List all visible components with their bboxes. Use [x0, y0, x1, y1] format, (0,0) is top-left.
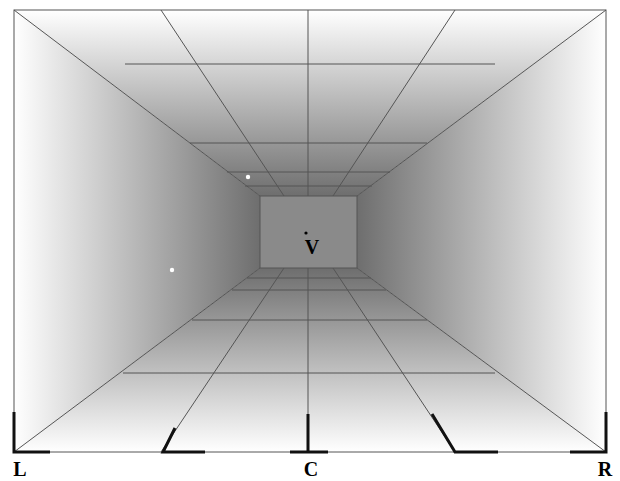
position-letter: C	[304, 459, 318, 479]
dots	[170, 175, 308, 272]
foot-marks	[14, 412, 606, 452]
position-letter: R	[598, 459, 612, 479]
walls	[14, 10, 606, 452]
position-letter: L	[13, 459, 26, 479]
position-letter: V	[305, 237, 319, 257]
grid-lines	[14, 10, 606, 452]
